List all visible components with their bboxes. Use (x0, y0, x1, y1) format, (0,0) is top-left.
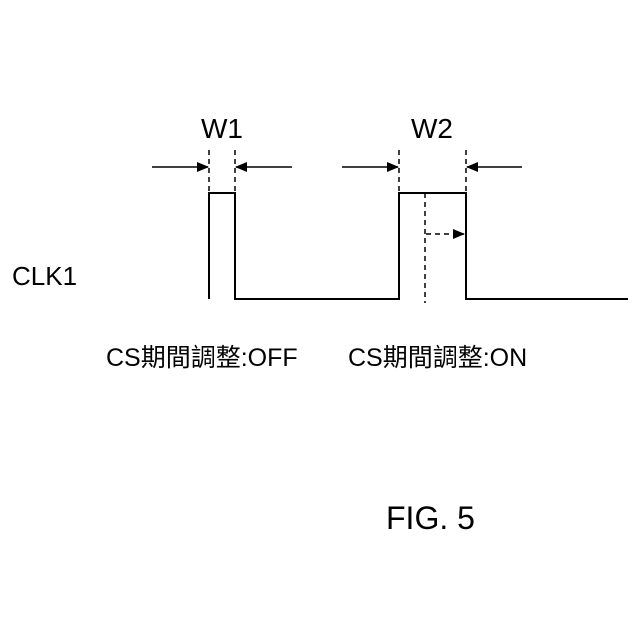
figure-label: FIG. 5 (386, 500, 475, 536)
pulse-2-width-guides (399, 150, 466, 193)
pulse-1-caption: CS期間調整:OFF (106, 344, 298, 372)
pulse-2-width-label: W2 (411, 113, 453, 144)
pulse-1-width-label: W1 (201, 113, 243, 144)
pulse-1-width-guides (209, 150, 235, 193)
clk1-waveform (209, 193, 628, 299)
signal-label: CLK1 (12, 261, 77, 291)
pulse-2-caption: CS期間調整:ON (348, 344, 527, 372)
